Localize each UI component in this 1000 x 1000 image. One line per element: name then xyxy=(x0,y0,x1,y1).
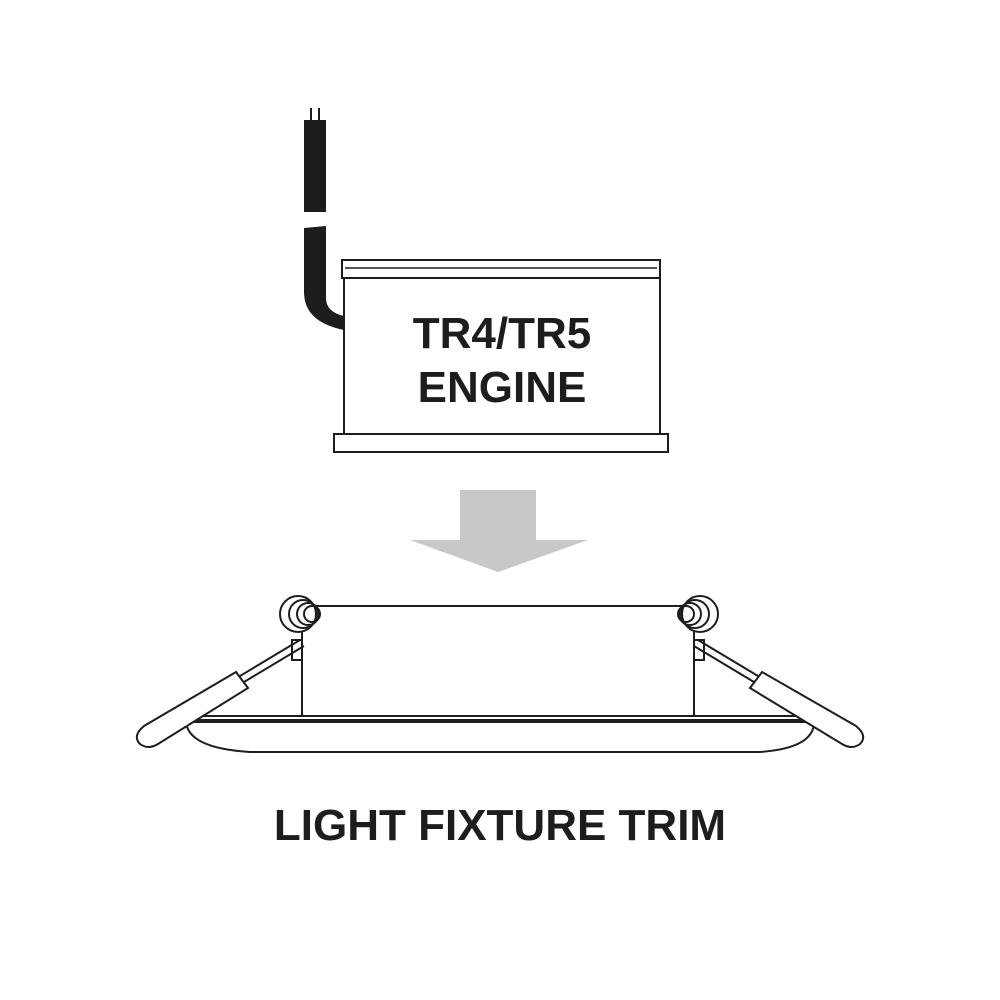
engine-label-line1: TR4/TR5 xyxy=(413,309,591,358)
torsion-spring-icon xyxy=(279,595,321,633)
engine-label-line2: ENGINE xyxy=(418,363,587,412)
light-fixture-trim xyxy=(135,595,865,753)
engine-module: TR4/TR5 ENGINE xyxy=(333,259,669,453)
torsion-spring-icon xyxy=(677,595,719,633)
fixture-label: LIGHT FIXTURE TRIM xyxy=(274,801,726,850)
down-arrow-icon xyxy=(410,490,588,572)
power-cable-icon xyxy=(304,108,344,330)
